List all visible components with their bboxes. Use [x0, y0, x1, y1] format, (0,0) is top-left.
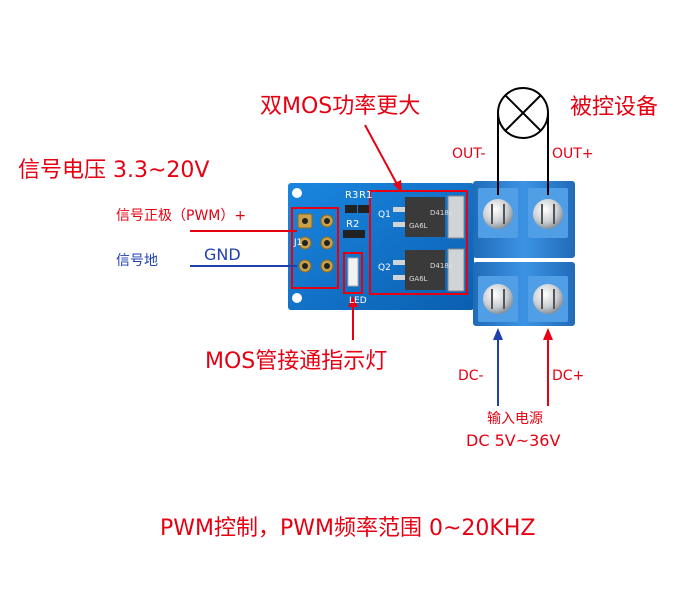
dc-minus-label: DC- [458, 368, 484, 384]
silk-r3: R3 [345, 190, 359, 201]
dc-plus-label: DC+ [552, 368, 585, 384]
gnd-label: GND [204, 245, 241, 264]
silk-r2: R2 [346, 219, 360, 230]
led-arrow [348, 296, 358, 340]
input-range-label: DC 5V~36V [466, 431, 561, 450]
silk-q2: Q2 [378, 263, 391, 273]
chip-q2-code: GA6L [409, 275, 428, 283]
controlled-device-label: 被控设备 [570, 95, 659, 120]
load-lamp [497, 87, 549, 195]
mosfet-pair [369, 190, 468, 295]
input-terminal-block [473, 262, 575, 326]
output-terminal-block [473, 181, 575, 258]
screw-out-minus [483, 199, 513, 229]
dual-mos-label: 双MOS功率更大 [260, 94, 421, 119]
j1-header [291, 207, 339, 289]
mount-hole-bottom-left [292, 293, 302, 303]
chip-q1-part: D4184 [430, 209, 454, 217]
chip-q1-code: GA6L [409, 222, 428, 230]
signal-ground-label: 信号地 [116, 253, 158, 269]
silk-r1: R1 [359, 190, 373, 201]
signal-positive-label: 信号正极（PWM）+ [116, 208, 247, 224]
out-minus-label: OUT- [452, 146, 486, 162]
dc-plus-arrow [543, 328, 553, 406]
screw-dc-plus [533, 284, 563, 314]
screw-dc-minus [483, 284, 513, 314]
indicator-led [343, 252, 363, 294]
out-plus-label: OUT+ [552, 146, 594, 162]
resistors [343, 205, 370, 238]
pcb-board [288, 183, 474, 310]
screw-out-plus [533, 199, 563, 229]
mos-indicator-label: MOS管接通指示灯 [205, 349, 388, 374]
silk-led: LED [349, 296, 367, 306]
pwm-footer-label: PWM控制，PWM频率范围 0~20KHZ [160, 516, 536, 541]
signal-voltage-label: 信号电压 3.3~20V [18, 158, 210, 183]
input-power-label: 输入电源 [487, 411, 543, 427]
dc-minus-arrow [493, 328, 503, 406]
chip-q2-part: D4184 [430, 262, 454, 270]
silk-j1: J1 [294, 238, 303, 248]
mount-hole-top-left [292, 188, 302, 198]
silk-q1: Q1 [378, 210, 391, 220]
dual-mos-arrow [364, 124, 402, 193]
